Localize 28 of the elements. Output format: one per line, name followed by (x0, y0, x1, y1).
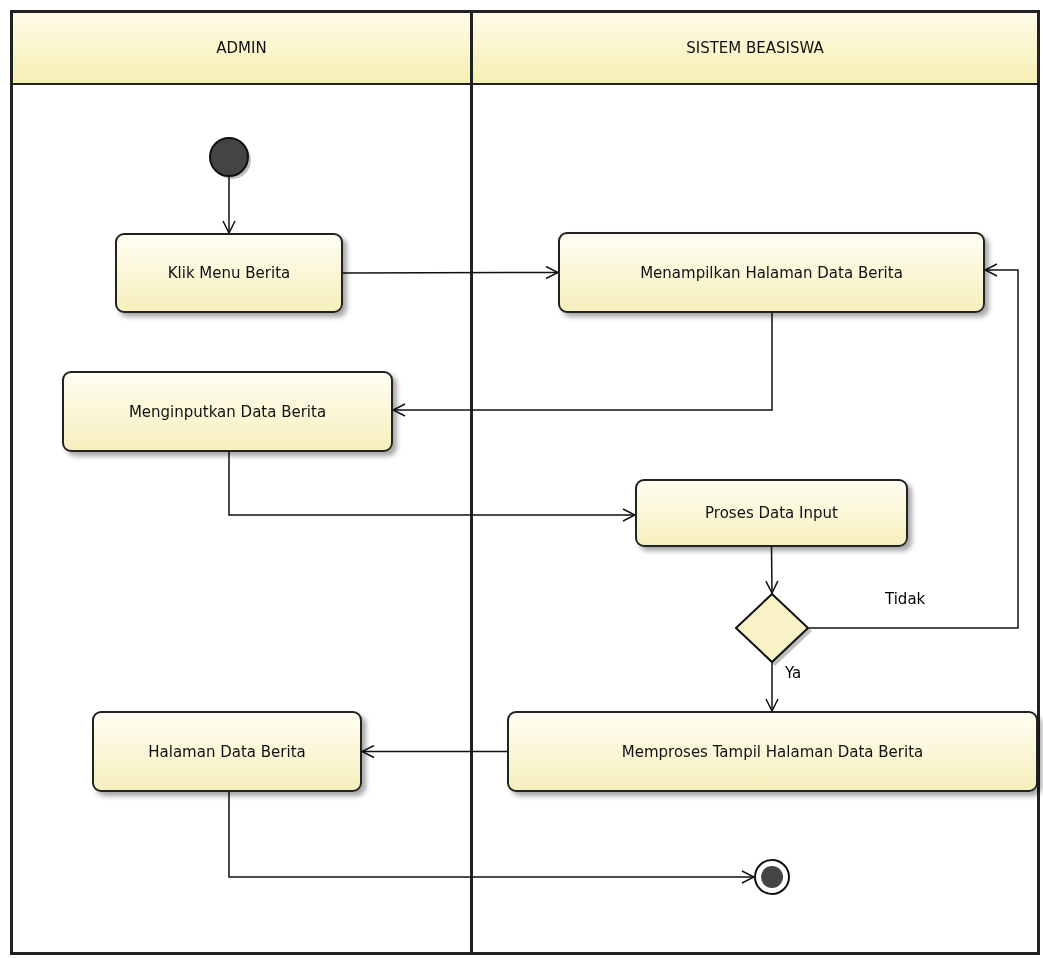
action-box (92, 711, 362, 792)
final-node (754, 859, 790, 895)
arrow (342, 265, 559, 280)
action-label: Menginputkan Data Berita (128, 402, 327, 421)
arrow (222, 176, 236, 234)
swimlane (10, 10, 473, 955)
lane-title: SISTEM BEASISWA (686, 39, 824, 57)
swimlane (470, 10, 1040, 955)
action-box (558, 232, 985, 313)
action-label: Proses Data Input (705, 504, 838, 522)
action-label: Memproses Tampil Halaman Data Berita (621, 742, 924, 761)
action-box (62, 371, 393, 452)
arrow (228, 451, 636, 522)
action-label: Menampilkan Halaman Data Berita (640, 263, 903, 282)
lane-title: ADMIN (216, 39, 267, 57)
action-box (635, 479, 908, 547)
action-label: Halaman Data Berita (148, 742, 306, 761)
initial-node (209, 137, 249, 177)
arrow (765, 546, 779, 594)
action-box (115, 233, 343, 313)
action-box (507, 711, 1038, 792)
arrow (361, 744, 508, 759)
action-label: Klik Menu Berita (167, 264, 291, 282)
decision-diamond (735, 593, 809, 663)
arrow (228, 791, 755, 884)
arrow (392, 312, 773, 417)
arrow (765, 662, 779, 712)
arrow (808, 263, 1019, 629)
